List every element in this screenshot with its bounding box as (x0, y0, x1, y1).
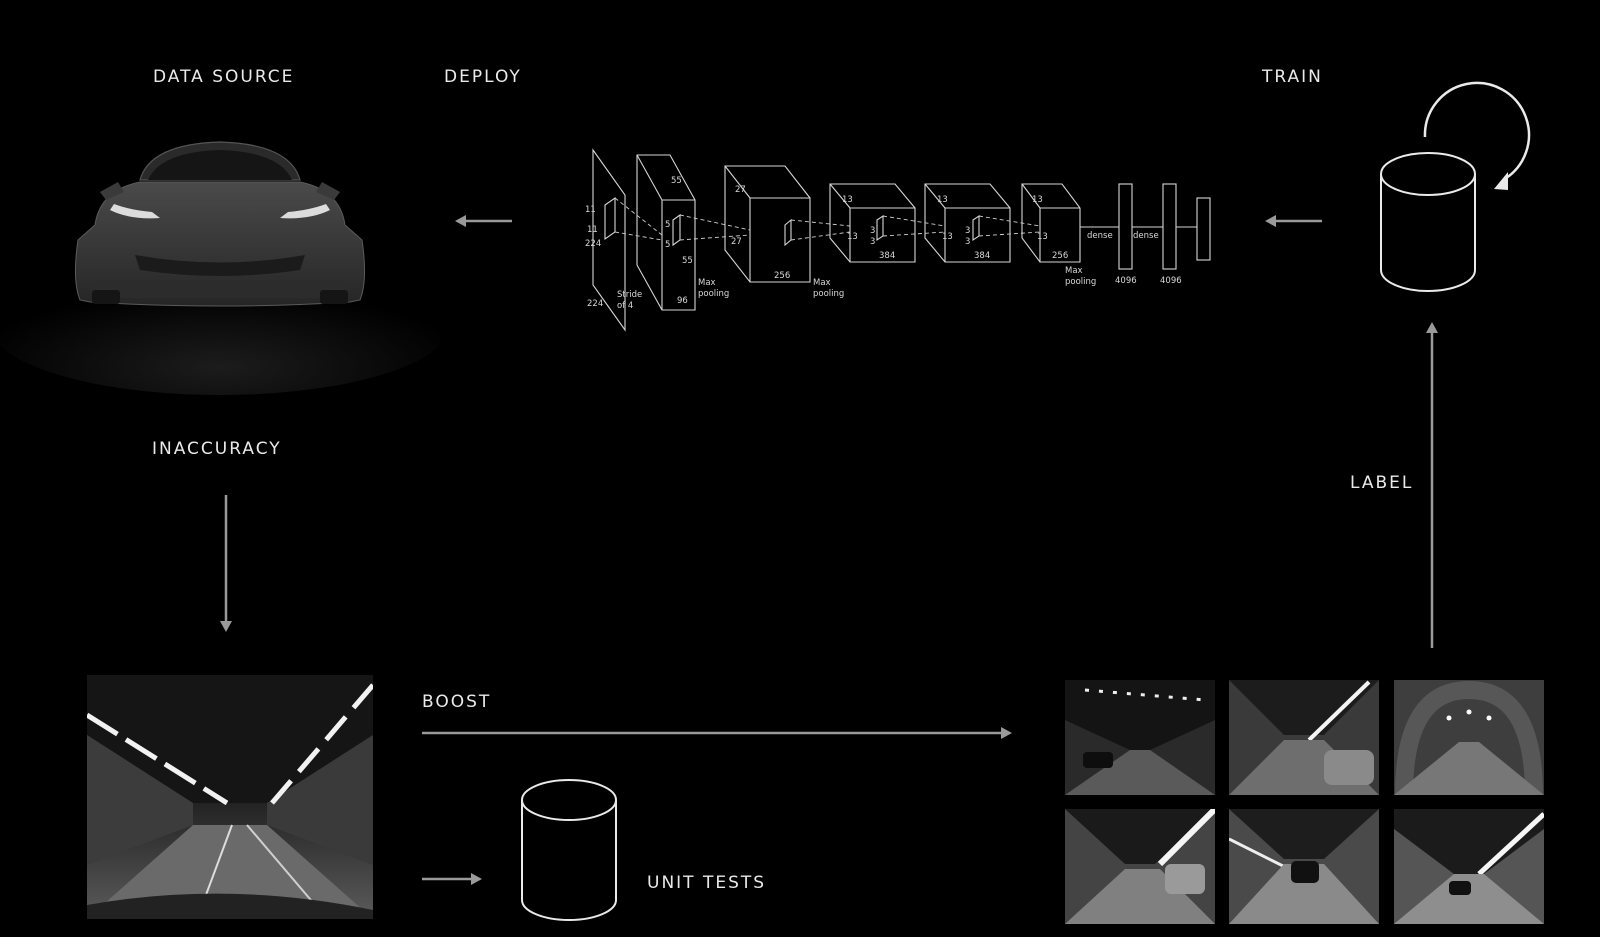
cnn-input-dim: 224 (587, 299, 603, 309)
deploy-label: DEPLOY (444, 67, 522, 87)
tunnel-thumbnail (1229, 809, 1379, 924)
cnn-pooling-label: pooling (698, 289, 729, 299)
cnn-conv1-layer (636, 154, 696, 311)
cnn-input-dim: 11 (587, 225, 598, 235)
cycle-arrow-icon (1423, 81, 1531, 190)
cnn-conv1-dim: 55 (682, 256, 693, 266)
cnn-pooling-label: pooling (813, 289, 844, 299)
cnn-conv5-dim: 13 (1032, 195, 1043, 205)
cnn-conv1-dim: 5 (665, 240, 670, 250)
cnn-conv3-dim: 13 (847, 232, 858, 242)
cnn-architecture-icon: 11 11 224 224 Stride of 4 55 5 5 55 96 M… (585, 148, 1211, 332)
boost-label: BOOST (422, 692, 492, 712)
cnn-conv3-dim: 3 (870, 226, 875, 236)
cnn-input-dim: 11 (585, 205, 596, 215)
label-label: LABEL (1350, 473, 1414, 493)
tunnel-image (87, 675, 373, 919)
tunnel-thumbnail (1394, 809, 1544, 924)
cnn-pooling-label: pooling (1065, 277, 1096, 287)
cnn-conv4-dim: 384 (974, 251, 990, 261)
cnn-conv4-dim: 3 (965, 237, 970, 247)
cnn-conv4-dim: 3 (965, 226, 970, 236)
cnn-pooling-label: Max (813, 278, 831, 288)
cnn-conv3-layer (829, 183, 916, 263)
cnn-conv3-dim: 3 (870, 237, 875, 247)
cnn-conv2-layer (724, 165, 811, 283)
car-image (0, 141, 440, 395)
cnn-conv4-dim: 13 (937, 195, 948, 205)
cnn-pooling-label: Max (1065, 266, 1083, 276)
tunnel-thumbnail (1394, 680, 1544, 795)
cnn-conv1-dim: 55 (671, 176, 682, 186)
train-label: TRAIN (1262, 67, 1323, 87)
cnn-conv1-dim: 5 (665, 220, 670, 230)
cnn-output-layer (1196, 197, 1211, 261)
tunnel-thumbnail (1065, 809, 1215, 924)
cnn-input-dim: 224 (585, 239, 601, 249)
inaccuracy-label: INACCURACY (152, 439, 282, 459)
database-cylinder-icon (1380, 152, 1476, 292)
cnn-conv4-layer (924, 183, 1011, 263)
cnn-conv3-dim: 384 (879, 251, 895, 261)
cnn-stride-label: of 4 (617, 301, 633, 311)
cnn-conv2-dim: 256 (774, 271, 790, 281)
cnn-pooling-label: Max (698, 278, 716, 288)
cnn-dense2-layer (1162, 183, 1177, 270)
cnn-conv4-dim: 13 (942, 232, 953, 242)
tunnel-thumbnail (1065, 680, 1215, 795)
data-source-label: DATA SOURCE (153, 67, 295, 87)
cnn-conv1-dim: 96 (677, 296, 688, 306)
cnn-conv2-dim: 27 (735, 185, 746, 195)
unit-tests-cylinder-icon (521, 779, 617, 921)
cnn-dense1-layer (1118, 183, 1133, 270)
cnn-input-layer (592, 148, 626, 332)
cnn-dense-label: dense (1087, 231, 1113, 241)
cnn-conv5-dim: 256 (1052, 251, 1068, 261)
cnn-conv5-layer (1021, 183, 1081, 263)
cnn-conv2-dim: 27 (731, 237, 742, 247)
tunnel-thumbnail (1229, 680, 1379, 795)
cnn-dense-size: 4096 (1160, 276, 1182, 286)
cnn-dense-label: dense (1133, 231, 1159, 241)
cnn-conv3-dim: 13 (842, 195, 853, 205)
cnn-stride-label: Stride (617, 290, 642, 300)
unit-tests-label: UNIT TESTS (647, 873, 767, 893)
cnn-conv5-dim: 13 (1037, 232, 1048, 242)
cnn-dense-size: 4096 (1115, 276, 1137, 286)
